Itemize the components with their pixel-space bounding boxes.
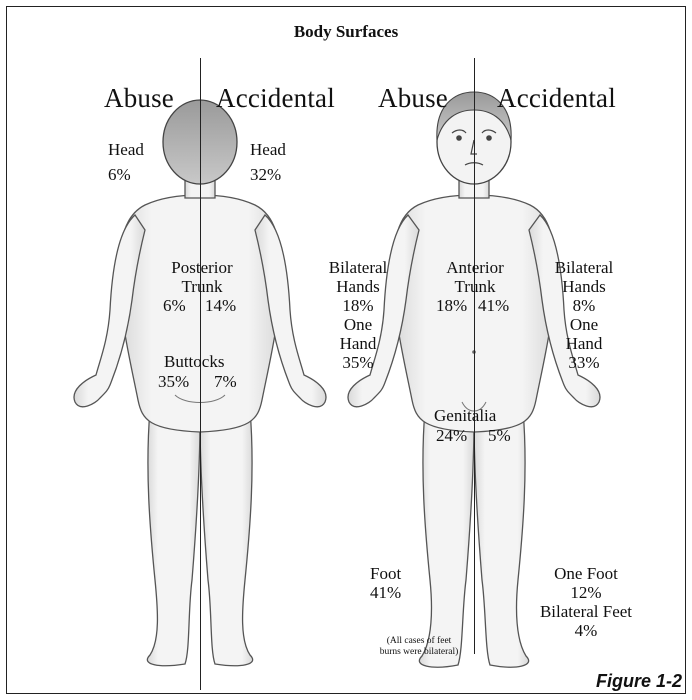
one-foot-accidental-value: 12%	[530, 583, 642, 602]
foot-abuse-label: Foot 41%	[370, 564, 401, 602]
buttocks-accidental-value: 7%	[214, 372, 237, 391]
one-foot-accidental-name: One Foot	[530, 564, 642, 583]
foot-abuse-value: 41%	[370, 583, 401, 602]
one-hand-abuse-value: 35%	[322, 353, 394, 372]
genitalia-name: Genitalia	[434, 406, 496, 425]
figure-title: Body Surfaces	[0, 22, 692, 42]
anterior-trunk-line2: Trunk	[430, 277, 520, 296]
posterior-abuse-heading: Abuse	[104, 83, 174, 114]
anterior-abuse-heading: Abuse	[378, 83, 448, 114]
one-hand-abuse-line1: One	[322, 315, 394, 334]
posterior-trunk-line1: Posterior	[155, 258, 249, 277]
one-hand-accidental-line2: Hand	[548, 334, 620, 353]
anterior-trunk-accidental-value: 41%	[478, 296, 509, 315]
anterior-trunk-label: Anterior Trunk	[430, 258, 520, 296]
posterior-accidental-heading: Accidental	[216, 83, 335, 114]
bilateral-feet-accidental-value: 4%	[530, 621, 642, 640]
posterior-trunk-line2: Trunk	[155, 277, 249, 296]
bilateral-hands-accidental-line2: Hands	[548, 277, 620, 296]
foot-accidental-label: One Foot 12% Bilateral Feet 4%	[530, 564, 642, 640]
anterior-divider-line	[474, 58, 475, 654]
feet-footnote-line2: burns were bilateral)	[366, 647, 472, 658]
anterior-accidental-heading: Accidental	[497, 83, 616, 114]
bilateral-hands-abuse-line1: Bilateral	[322, 258, 394, 277]
feet-footnote: (All cases of feet burns were bilateral)	[366, 636, 472, 658]
foot-abuse-name: Foot	[370, 564, 401, 583]
head-abuse-label: Head 6%	[108, 140, 144, 184]
head-accidental-value: 32%	[250, 165, 286, 184]
head-accidental-name: Head	[250, 140, 286, 159]
one-hand-accidental-line1: One	[548, 315, 620, 334]
posterior-trunk-label: Posterior Trunk	[155, 258, 249, 296]
bilateral-feet-accidental-name: Bilateral Feet	[530, 602, 642, 621]
head-abuse-value: 6%	[108, 165, 144, 184]
one-hand-abuse-line2: Hand	[322, 334, 394, 353]
posterior-divider-line	[200, 58, 201, 690]
buttocks-abuse-value: 35%	[158, 372, 189, 391]
bilateral-hands-accidental-label: Bilateral Hands 8% One Hand 33%	[548, 258, 620, 372]
bilateral-hands-abuse-label: Bilateral Hands 18% One Hand 35%	[322, 258, 394, 372]
anterior-trunk-abuse-value: 18%	[436, 296, 467, 315]
feet-footnote-line1: (All cases of feet	[366, 636, 472, 647]
genitalia-abuse-value: 24%	[436, 426, 467, 445]
posterior-trunk-accidental-value: 14%	[205, 296, 236, 315]
posterior-trunk-abuse-value: 6%	[163, 296, 186, 315]
genitalia-accidental-value: 5%	[488, 426, 511, 445]
bilateral-hands-accidental-value: 8%	[548, 296, 620, 315]
head-accidental-label: Head 32%	[250, 140, 286, 184]
bilateral-hands-accidental-line1: Bilateral	[548, 258, 620, 277]
bilateral-hands-abuse-line2: Hands	[322, 277, 394, 296]
one-hand-accidental-value: 33%	[548, 353, 620, 372]
figure-label: Figure 1-2	[596, 671, 682, 692]
head-abuse-name: Head	[108, 140, 144, 159]
buttocks-name: Buttocks	[164, 352, 224, 371]
bilateral-hands-abuse-value: 18%	[322, 296, 394, 315]
anterior-trunk-line1: Anterior	[430, 258, 520, 277]
